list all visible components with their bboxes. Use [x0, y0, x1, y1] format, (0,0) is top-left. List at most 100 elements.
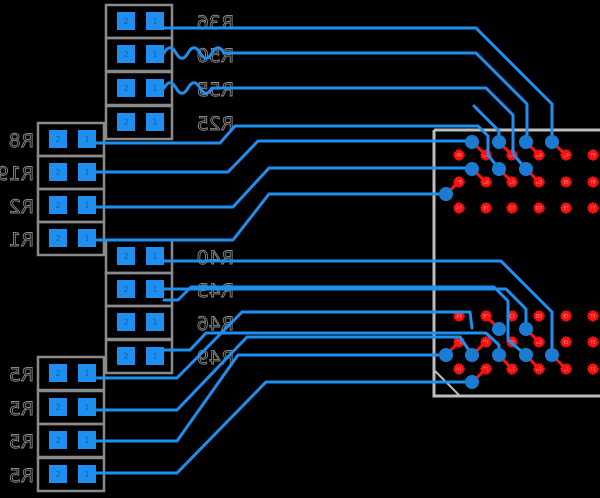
smd-pad-1[interactable] — [78, 163, 96, 181]
via[interactable] — [465, 375, 479, 389]
smd-pad-1[interactable] — [78, 229, 96, 247]
bga-ball-f8[interactable]: F8 — [587, 176, 599, 188]
smd-pad-2[interactable] — [49, 465, 67, 483]
smd-pad-1[interactable] — [78, 130, 96, 148]
via[interactable] — [465, 162, 479, 176]
via[interactable] — [492, 322, 506, 336]
bga-ball-f3[interactable]: F3 — [587, 310, 599, 322]
copper-trace[interactable] — [162, 331, 501, 357]
via[interactable] — [519, 162, 533, 176]
bga-ball-e7[interactable]: E7 — [560, 202, 572, 214]
smd-pad-2[interactable] — [117, 45, 135, 63]
reference-designator: R40 — [197, 247, 234, 269]
ball-label: C3 — [509, 314, 515, 319]
smd-pad-1[interactable] — [146, 313, 164, 331]
smd-pad-1[interactable] — [146, 247, 164, 265]
copper-trace[interactable] — [94, 380, 474, 475]
copper-trace[interactable] — [162, 287, 528, 330]
bga-ball-b7[interactable]: B7 — [480, 202, 492, 214]
smd-pad-2[interactable] — [49, 431, 67, 449]
copper-trace[interactable] — [94, 353, 448, 443]
via[interactable] — [492, 135, 506, 149]
copper-trace[interactable] — [94, 310, 474, 380]
via[interactable] — [545, 348, 559, 362]
bga-ball-e2[interactable]: E2 — [560, 336, 572, 348]
bga-ball-d3[interactable]: D3 — [533, 310, 545, 322]
smd-pad-1[interactable] — [78, 364, 96, 382]
smd-pad-1[interactable] — [146, 12, 164, 30]
copper-trace[interactable] — [162, 285, 528, 357]
smd-pad-1[interactable] — [146, 45, 164, 63]
bga-ball-e3[interactable]: E3 — [560, 310, 572, 322]
smd-pad-1[interactable] — [146, 79, 164, 97]
copper-trace[interactable] — [162, 26, 554, 144]
smd-pad-1[interactable] — [146, 347, 164, 365]
bga-ball-d7[interactable]: D7 — [533, 202, 545, 214]
via[interactable] — [439, 187, 453, 201]
bga-ball-e8[interactable]: E8 — [560, 176, 572, 188]
via[interactable] — [465, 135, 479, 149]
bga-ball-a7[interactable]: A7 — [453, 202, 465, 214]
smd-pad-2[interactable] — [117, 79, 135, 97]
smd-pad-1[interactable] — [146, 280, 164, 298]
copper-trace[interactable] — [94, 124, 501, 171]
pad-number: 1 — [84, 168, 89, 177]
smd-pad-2[interactable] — [49, 196, 67, 214]
smd-pad-2[interactable] — [49, 364, 67, 382]
via[interactable] — [519, 135, 533, 149]
copper-trace[interactable] — [94, 139, 474, 174]
via[interactable] — [465, 348, 479, 362]
smd-pad-1[interactable] — [78, 465, 96, 483]
bga-component[interactable]: A9B9C9D9E9F9A8B8C8D8E8F8A7B7C7D7E7F7A3B3… — [432, 128, 600, 398]
via[interactable] — [545, 135, 559, 149]
copper-trace[interactable] — [94, 192, 448, 242]
smd-pad-2[interactable] — [117, 12, 135, 30]
via[interactable] — [519, 348, 533, 362]
smd-pad-1[interactable] — [78, 431, 96, 449]
smd-pad-2[interactable] — [49, 163, 67, 181]
via[interactable] — [492, 162, 506, 176]
smd-pad-1[interactable] — [78, 398, 96, 416]
smd-pad-2[interactable] — [49, 229, 67, 247]
copper-trace[interactable] — [162, 81, 528, 171]
bga-ball-f7[interactable]: F7 — [587, 202, 599, 214]
copper-trace[interactable] — [162, 46, 529, 144]
via[interactable] — [439, 348, 453, 362]
bga-ball-f1[interactable]: F1 — [587, 363, 599, 375]
copper-trace[interactable] — [94, 166, 474, 209]
smd-pad-1[interactable] — [78, 196, 96, 214]
bga-ball-c7[interactable]: C7 — [506, 202, 518, 214]
smd-pad-2[interactable] — [117, 347, 135, 365]
bga-ball-f9[interactable]: F9 — [587, 149, 599, 161]
smd-pad-2[interactable] — [117, 280, 135, 298]
smd-pad-2[interactable] — [117, 113, 135, 131]
smd-pad-2[interactable] — [49, 398, 67, 416]
smd-pad-2[interactable] — [117, 247, 135, 265]
smd-pad-1[interactable] — [146, 113, 164, 131]
reference-designator: R8 — [9, 130, 34, 152]
copper-trace[interactable] — [94, 335, 474, 412]
bga-ball-f2[interactable]: F2 — [587, 336, 599, 348]
via[interactable] — [519, 322, 533, 336]
via[interactable] — [492, 348, 506, 362]
smd-pad-2[interactable] — [49, 130, 67, 148]
ball-label: A8 — [456, 180, 462, 185]
copper-trace[interactable] — [162, 259, 554, 358]
smd-pad-2[interactable] — [117, 313, 135, 331]
bga-ball-a1[interactable]: A1 — [453, 363, 465, 375]
bga-ball-a9[interactable]: A9 — [453, 149, 465, 161]
